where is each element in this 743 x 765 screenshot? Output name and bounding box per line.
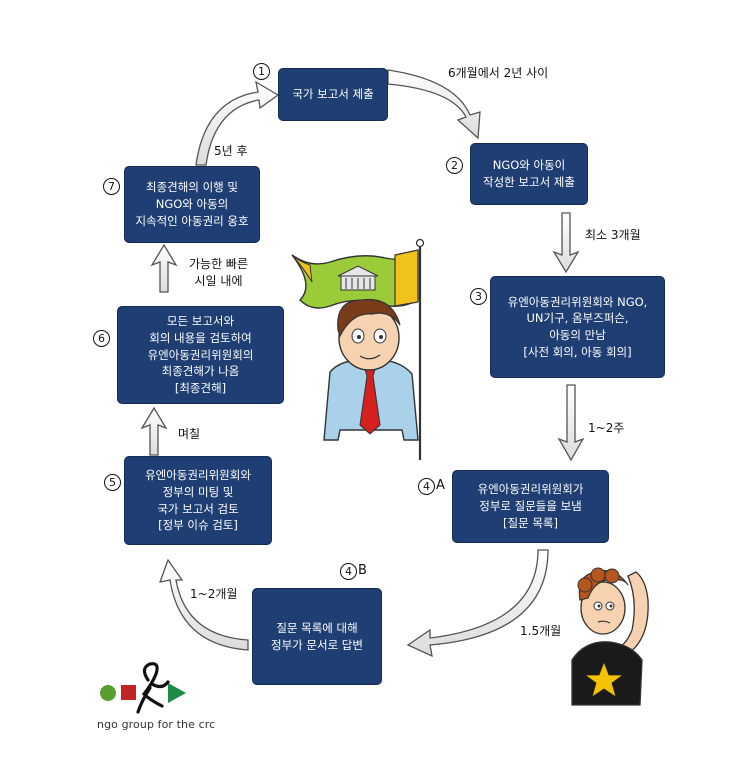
label-7-to-1: 5년 후 [214,144,248,158]
text-line: 유엔아동권리위원회의 [147,347,254,362]
label-5-to-6: 며칠 [178,427,201,441]
arrow-4a-to-4b [406,549,549,658]
text-line: 국가 보고서 검토 [157,501,239,516]
text-line: 국가 보고서 제출 [292,87,374,102]
step-2-number: 2 [446,157,463,174]
text-line: NGO와 아동이 [492,158,566,173]
step-3-number: 3 [470,288,487,305]
arrow-6-to-7 [150,243,178,293]
text-line: 가능한 빠른 [189,257,249,271]
text-line: 정부가 문서로 답변 [271,637,363,652]
man-with-flag-illustration [291,238,425,460]
text-line: 아동의 만남 [549,328,606,342]
label-2-to-3: 최소 3개월 [585,228,641,242]
arrow-3-to-4a [557,384,585,462]
text-line: 작성한 보고서 제출 [483,175,575,189]
arrow-5-to-6 [140,406,168,456]
label-3-to-4a: 1~2주 [588,421,625,435]
step-3-box: 유엔아동권리위원회와 NGO, UN기구, 옴부즈퍼슨, 아동의 만남 [사전 회의,… [490,276,665,378]
logo-text: ngo group for the crc [97,718,216,731]
step-4b-suffix: B [358,563,367,578]
text-line: [최종견해] [174,381,227,395]
text-line: 회의 내용을 검토하여 [149,330,252,345]
text-line: [사전 회의, 아동 회의] [523,344,632,359]
text-line: 질문 목록에 대해 [276,620,358,635]
text-line: 유엔아동권리위원회가 [477,482,584,497]
text-line: 정부로 질문들을 보냄 [479,499,582,514]
step-6-number: 6 [93,330,110,347]
text-line: 최종견해가 나옴 [161,364,240,379]
text-line: UN기구, 옴부즈퍼슨, [526,311,629,326]
text-line: 모든 보고서와 [166,314,235,329]
text-line: 정부의 미팅 및 [162,484,234,499]
text-line: 시일 내에 [194,273,243,288]
step-1-box: 국가 보고서 제출 [278,68,388,121]
label-1-to-2: 6개월에서 2년 사이 [448,66,549,80]
arrow-4b-to-5 [158,558,249,651]
arrow-1-to-2 [387,69,481,140]
text-line: [질문 목록] [503,515,558,530]
ngo-group-logo [100,662,186,714]
text-line: NGO와 아동의 [155,197,229,212]
label-4b-to-5: 1~2개월 [190,587,238,601]
text-line: 최종견해의 이행 및 [146,180,238,195]
arrow-2-to-3 [552,212,580,274]
text-line: 유엔아동권리위원회와 NGO, [507,294,648,309]
thinking-child-illustration [571,567,649,706]
step-4b-number: 4 [340,563,357,580]
step-1-number: 1 [253,63,270,80]
label-4a-to-4b: 1.5개월 [520,624,562,638]
step-4a-suffix: A [436,478,445,493]
text-line: [정부 이슈 검토] [158,518,238,533]
step-7-number: 7 [103,178,120,195]
step-5-number: 5 [104,474,121,491]
text-line: 지속적인 아동권리 옹호 [135,213,249,228]
step-4a-number: 4 [418,478,435,495]
text-line: 유엔아동권리위원회와 [145,468,251,483]
